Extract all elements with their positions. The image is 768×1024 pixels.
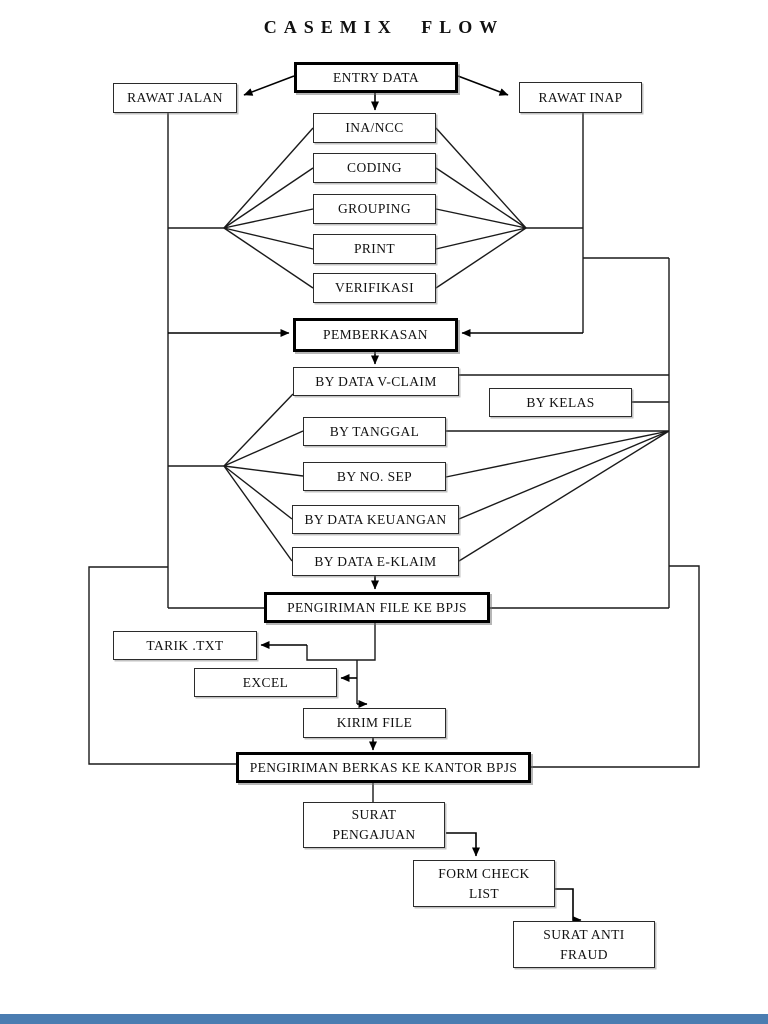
surat-anti-fraud-label: SURAT ANTI FRAUD — [543, 926, 625, 962]
bottom-scrollbar-strip — [0, 1014, 768, 1024]
rawat-jalan-label: RAWAT JALAN — [127, 90, 223, 106]
by-data-keuangan-label: BY DATA KEUANGAN — [304, 511, 447, 527]
coding-label: CODING — [347, 160, 402, 176]
node-by-data-e-klaim: BY DATA E-KLAIM — [292, 547, 459, 576]
node-tarik-txt: TARIK .TXT — [113, 631, 257, 660]
node-kirim-file: KIRIM FILE — [303, 708, 446, 738]
node-by-tanggal: BY TANGGAL — [303, 417, 446, 446]
node-ina-ncc: INA/NCC — [313, 113, 436, 143]
verifikasi-label: VERIFIKASI — [334, 280, 414, 296]
excel-label: EXCEL — [242, 674, 289, 690]
form-check-list-label: FORM CHECK LIST — [438, 865, 530, 901]
node-by-no-sep: BY NO. SEP — [303, 462, 446, 491]
kirim-file-label: KIRIM FILE — [336, 715, 413, 731]
pengiriman-berkas-ke-kantor-bpjs-label: PENGIRIMAN BERKAS KE KANTOR BPJS — [249, 759, 518, 775]
rawat-inap-label: RAWAT INAP — [538, 89, 623, 105]
tarik-txt-label: TARIK .TXT — [146, 637, 224, 653]
node-rawat-jalan: RAWAT JALAN — [113, 83, 237, 113]
grouping-label: GROUPING — [338, 201, 411, 217]
node-pemberkasan: PEMBERKASAN — [293, 318, 458, 352]
node-pengiriman-berkas-ke-kantor-bpjs: PENGIRIMAN BERKAS KE KANTOR BPJS — [236, 752, 531, 783]
by-data-v-claim-label: BY DATA V-CLAIM — [315, 373, 437, 389]
node-form-check-list: FORM CHECK LIST — [413, 860, 555, 907]
by-kelas-label: BY KELAS — [526, 394, 595, 410]
node-rawat-inap: RAWAT INAP — [519, 82, 642, 113]
node-coding: CODING — [313, 153, 436, 183]
by-data-e-klaim-label: BY DATA E-KLAIM — [314, 553, 437, 569]
surat-pengajuan-label: SURAT PENGAJUAN — [332, 807, 416, 842]
node-excel: EXCEL — [194, 668, 337, 697]
page-title: CASEMIX FLOW — [263, 17, 505, 37]
by-tanggal-label: BY TANGGAL — [329, 423, 420, 439]
node-surat-pengajuan: SURAT PENGAJUAN — [303, 802, 445, 848]
pengiriman-file-ke-bpjs-label: PENGIRIMAN FILE KE BPJS — [287, 599, 467, 615]
node-pengiriman-file-ke-bpjs: PENGIRIMAN FILE KE BPJS — [264, 592, 490, 623]
print-label: PRINT — [353, 241, 395, 257]
node-by-data-v-claim: BY DATA V-CLAIM — [293, 367, 459, 396]
ina-ncc-label: INA/NCC — [345, 120, 404, 136]
node-by-kelas: BY KELAS — [489, 388, 632, 417]
node-grouping: GROUPING — [313, 194, 436, 224]
node-print: PRINT — [313, 234, 436, 264]
node-by-data-keuangan: BY DATA KEUANGAN — [292, 505, 459, 534]
entry-data-label: ENTRY DATA — [332, 69, 420, 85]
node-entry-data: ENTRY DATA — [294, 62, 458, 93]
node-surat-anti-fraud: SURAT ANTI FRAUD — [513, 921, 655, 968]
by-no-sep-label: BY NO. SEP — [336, 468, 413, 484]
node-verifikasi: VERIFIKASI — [313, 273, 436, 303]
pemberkasan-label: PEMBERKASAN — [323, 327, 428, 343]
